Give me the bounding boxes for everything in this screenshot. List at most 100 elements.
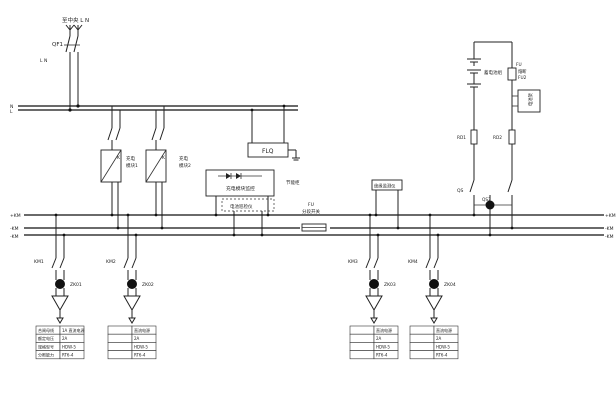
feeder-table-cell	[107, 350, 133, 360]
feeder-table-text: 直流电源	[376, 327, 392, 333]
rectifier-2-id: K	[162, 155, 166, 161]
feeder-table-cell	[409, 342, 435, 351]
feeder-table-text: RT6-4	[62, 353, 74, 358]
feeder-device-icon	[55, 279, 65, 289]
dc-bus-label-r1: +KM	[605, 213, 616, 219]
feeder-output-icon	[123, 295, 141, 312]
feeder-table-cell	[131, 350, 157, 360]
feeder-table-text: 2A	[62, 336, 68, 341]
feeder-terminal-icon	[370, 317, 378, 324]
feeder-output-icon	[425, 295, 443, 312]
rectifier-1-label-1: 充电	[126, 155, 135, 162]
feeder-device-icon	[429, 279, 439, 289]
source-label: 至中央 L N	[62, 16, 89, 24]
feeder-terminal-icon	[430, 317, 438, 324]
breaker-qf1-label: QF1	[52, 42, 63, 48]
feeder-table-text: 2A	[436, 336, 442, 341]
main-ac-bus: N L	[10, 104, 298, 115]
feeder-terminal-icon	[56, 317, 64, 324]
inspector-label: 电池巡检仪	[230, 203, 253, 210]
feeder-table-text: HDW-5	[436, 344, 450, 349]
feeder-device-icon	[127, 279, 137, 289]
feeder-table-text: 分断能力	[38, 352, 54, 358]
rectifier-2-label-2: 模块2	[179, 162, 191, 169]
bus-coupler: FU 分段开关	[301, 202, 327, 232]
dc-bus-label-2: -KM	[10, 226, 19, 232]
feeder-device-icon	[369, 279, 379, 289]
feeder-table-cell	[107, 342, 133, 351]
feeder-table-text: 直流电源	[134, 327, 150, 333]
feeder-id-label: KM3	[348, 259, 358, 265]
coupler-label: 分段开关	[302, 208, 320, 215]
rectifier-2-label-1: 充电	[179, 155, 188, 162]
feeder-device-label: ZK03	[384, 282, 396, 288]
feeder-id-label: KM2	[106, 259, 116, 265]
feeder-table-cell	[373, 350, 399, 360]
rectifier-module-1: K 充电 模块1	[100, 106, 138, 228]
rectifier-module-2: K 充电 模块2	[145, 106, 191, 228]
bus-l-label: L	[10, 109, 13, 115]
feeder-table-text: 2A	[134, 336, 140, 341]
rectifier-1-label-2: 模块1	[126, 162, 138, 169]
monitor-side-label: 节能柜	[286, 179, 300, 186]
feeder-table-cell	[349, 342, 375, 351]
switch-main-label: QS	[457, 188, 464, 194]
battery-label: 蓄电池组	[484, 69, 502, 76]
feeder-output-icon	[365, 295, 383, 312]
feeder-device-label: ZK02	[142, 282, 154, 288]
feeder-terminal-icon	[128, 317, 136, 324]
feeder-table-text: 2A	[376, 336, 382, 341]
neg-fuse-label: RD2	[493, 135, 502, 141]
feeder-table-cell	[433, 350, 459, 360]
dc-bus: +KM -KM -KM +KM -KM -KM	[10, 213, 616, 240]
feeder-id-label: KM1	[34, 259, 44, 265]
feeder-table-text: 合闸母线	[38, 327, 54, 333]
battery-fuse-label: FU	[516, 62, 522, 68]
feeder-table-cell	[107, 325, 133, 335]
feeder-output-icon	[51, 295, 69, 312]
pos-fuse-label: RD1	[457, 135, 466, 141]
source-feed: 至中央 L N QF1 L N	[40, 16, 89, 110]
dc-bus-label-1: +KM	[10, 213, 21, 219]
flq-label: FLQ	[262, 148, 274, 155]
feeder-table-text: HDW-5	[62, 344, 76, 349]
feeder-table-cell	[409, 333, 435, 343]
monitor-box-label: 充电模块监控	[226, 185, 255, 192]
feeder-table-cell	[409, 325, 435, 335]
dc-bus-label-r3: -KM	[605, 234, 614, 240]
feeder-table-text: 直流电源	[436, 327, 452, 333]
dc-bus-label-3: -KM	[10, 234, 19, 240]
feeder-table-text: 规格型号	[38, 343, 54, 349]
charger-monitor-box: 充电模块监控 节能柜	[205, 169, 300, 217]
feeder-table-cell	[107, 333, 133, 343]
coupler-id: FU	[308, 202, 314, 208]
feeder-id-label: KM4	[408, 259, 418, 265]
feeder-table-text: HDW-5	[376, 344, 390, 349]
battery-right-label-2: FU2	[518, 75, 527, 81]
feeder-table-text: RT6-4	[134, 353, 146, 358]
switch-side-label: QS2	[482, 197, 491, 203]
battery-inspector: 电池巡检仪	[221, 198, 275, 237]
bus-n-label: N	[10, 104, 13, 110]
battery-rack-label: 电池架	[527, 92, 534, 106]
feeder-device-label: ZK01	[70, 282, 82, 288]
feeder-table-text: 额定电压	[38, 335, 54, 341]
battery-right-label-1: 熔断	[518, 68, 527, 75]
insulation-label: 绝缘监测仪	[374, 183, 396, 190]
feeder-table-text: 1A 直流电源	[62, 327, 85, 333]
phase-label: L N	[40, 58, 47, 64]
feeder-table-text: RT6-4	[436, 353, 448, 358]
feeder-table-text: HDW-5	[134, 344, 148, 349]
insulation-monitor: 绝缘监测仪	[371, 179, 403, 230]
flq-arrester: FLQ	[247, 104, 300, 161]
feeder-device-label: ZK04	[444, 282, 456, 288]
feeder-table-text: RT6-4	[376, 353, 388, 358]
rectifier-1-id: K	[117, 155, 121, 161]
dc-bus-label-r2: -KM	[605, 226, 614, 232]
